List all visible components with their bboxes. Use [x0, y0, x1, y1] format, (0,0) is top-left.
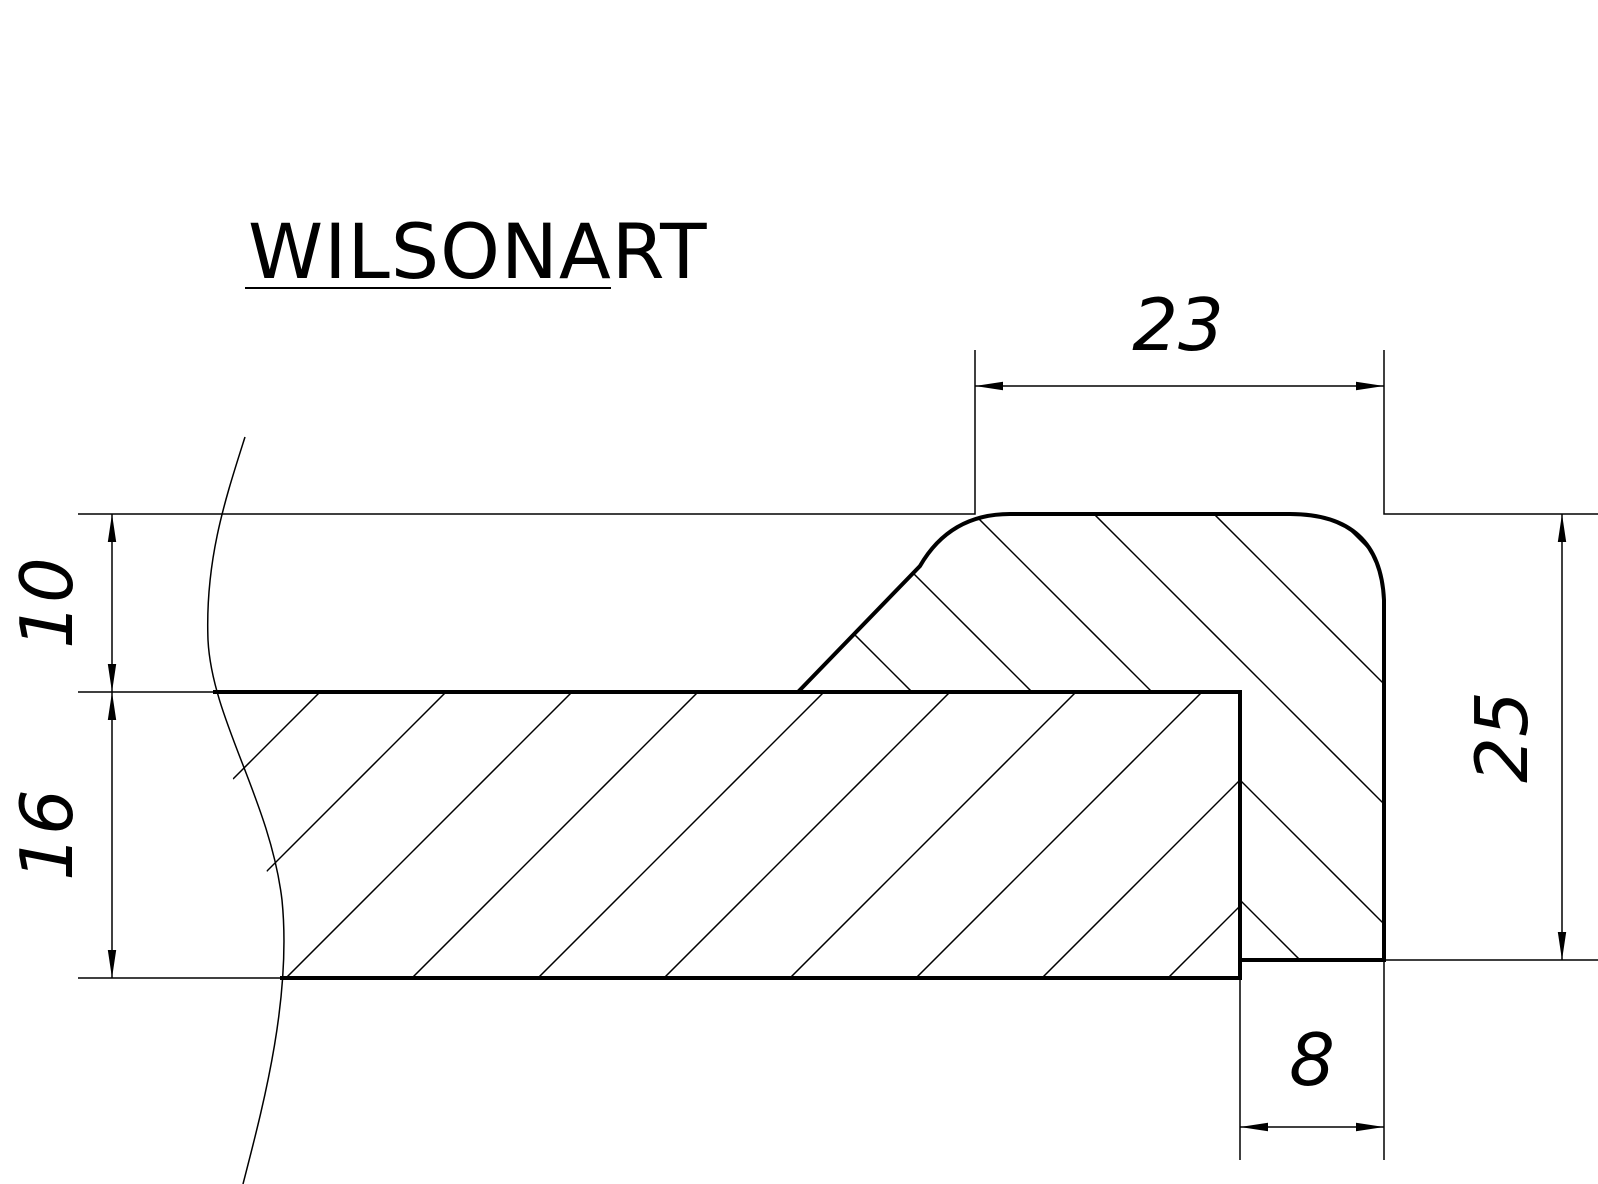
title-label: WILSONART — [248, 207, 708, 296]
dim-label-top: 23 — [1132, 283, 1224, 367]
board-hatching — [212, 692, 1240, 978]
break-line — [206, 436, 285, 1184]
dim-label-left-upper: 10 — [5, 557, 89, 649]
board-outline — [213, 690, 1242, 980]
dim-label-bottom: 8 — [1289, 1018, 1335, 1102]
edge-hatching — [798, 514, 1384, 960]
edge-profile-outline — [796, 512, 1386, 962]
dim-label-right: 25 — [1460, 691, 1544, 783]
extension-lines — [78, 350, 1598, 1160]
dim-label-left-lower: 16 — [5, 789, 89, 881]
dimension-lines — [107, 381, 1567, 1132]
